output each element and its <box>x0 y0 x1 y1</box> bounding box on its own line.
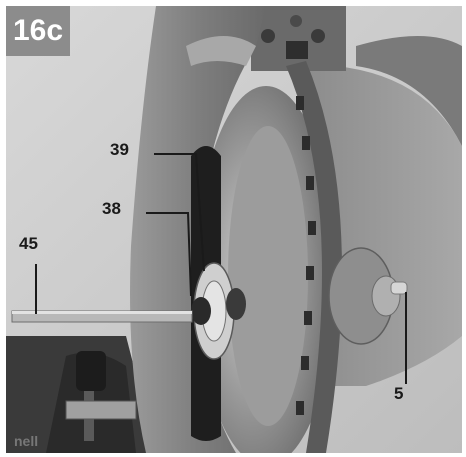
figure-label-badge: 16c <box>6 6 70 56</box>
callout-45: 45 <box>19 234 38 253</box>
callout-5: 5 <box>394 384 404 403</box>
photo: nell <box>6 6 462 453</box>
svg-text:nell: nell <box>14 433 38 449</box>
saw-photo-illustration: nell <box>6 6 462 453</box>
callout-38: 38 <box>102 199 121 218</box>
callout-39: 39 <box>110 140 129 159</box>
